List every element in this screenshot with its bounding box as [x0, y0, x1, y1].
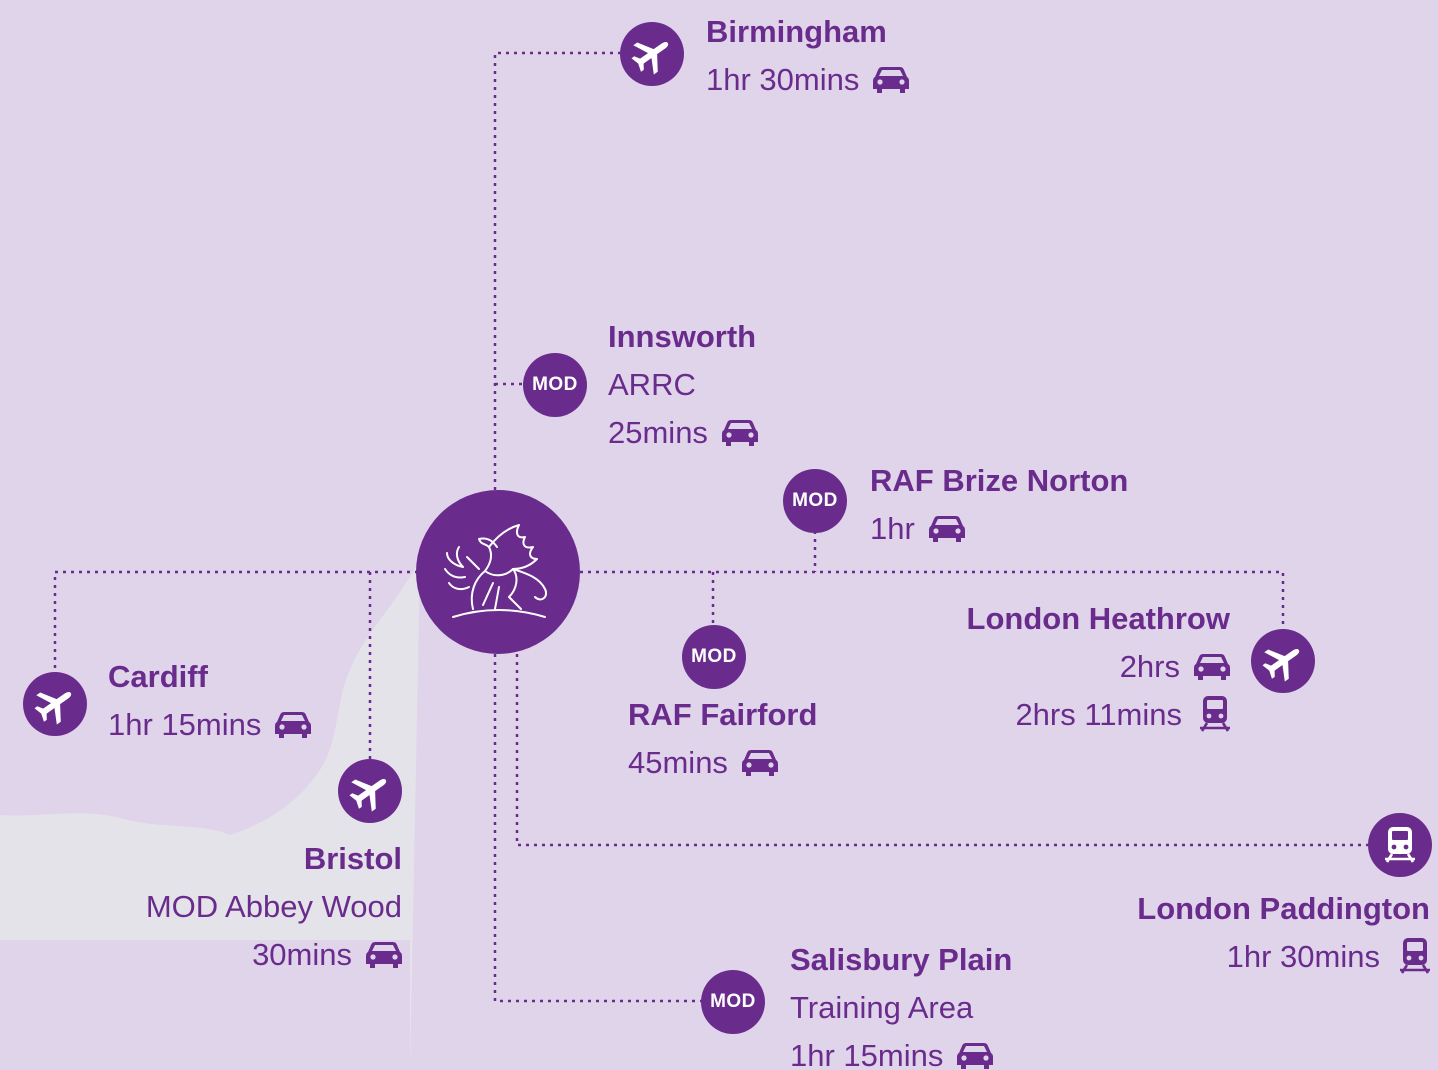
car-icon [275, 710, 311, 738]
fairford-time: 45mins [628, 745, 728, 780]
heathrow-time-car: 2hrs [1119, 649, 1180, 684]
heathrow-time-train: 2hrs 11mins [1015, 697, 1182, 732]
salisbury-time: 1hr 15mins [790, 1038, 944, 1070]
salisbury-marker[interactable]: MOD [701, 970, 765, 1034]
fairford-label: RAF Fairford 45mins [628, 691, 817, 787]
train-icon [1200, 696, 1230, 732]
paddington-marker[interactable] [1368, 813, 1432, 877]
salisbury-title: Salisbury Plain [790, 942, 1013, 977]
car-icon [957, 1041, 993, 1069]
line-salisbury [493, 654, 702, 1003]
cardiff-time: 1hr 15mins [108, 707, 262, 742]
brize-norton-time: 1hr [870, 511, 915, 546]
plane-icon [33, 682, 77, 726]
innsworth-label: Innsworth ARRC 25mins [608, 313, 758, 457]
heathrow-marker[interactable] [1251, 629, 1315, 693]
birmingham-time: 1hr 30mins [706, 62, 860, 97]
salisbury-subtitle: Training Area [790, 990, 974, 1025]
bristol-title: Bristol [303, 841, 402, 876]
bristol-subtitle: MOD Abbey Wood [145, 889, 402, 924]
birmingham-title: Birmingham [706, 14, 887, 49]
bristol-label: Bristol MOD Abbey Wood 30mins [146, 835, 402, 979]
hub-node [416, 490, 580, 654]
car-icon [742, 748, 778, 776]
innsworth-title: Innsworth [608, 319, 757, 354]
brize-norton-label: RAF Brize Norton 1hr [870, 457, 1128, 553]
brize-norton-title: RAF Brize Norton [870, 463, 1129, 498]
birmingham-marker[interactable] [620, 22, 684, 86]
innsworth-marker[interactable]: MOD [523, 353, 587, 417]
car-icon [722, 418, 758, 446]
car-icon [1194, 652, 1230, 680]
birmingham-label: Birmingham 1hr 30mins [706, 8, 909, 104]
brize-norton-badge: MOD [792, 490, 838, 511]
innsworth-time: 25mins [608, 415, 708, 450]
bristol-time: 30mins [252, 937, 352, 972]
salisbury-badge: MOD [710, 991, 756, 1012]
cardiff-label: Cardiff 1hr 15mins [108, 653, 311, 749]
car-icon [929, 514, 965, 542]
bristol-marker[interactable] [338, 759, 402, 823]
heathrow-title: London Heathrow [966, 601, 1230, 636]
paddington-title: London Paddington [1137, 891, 1430, 926]
cardiff-marker[interactable] [23, 672, 87, 736]
brize-norton-marker[interactable]: MOD [783, 469, 847, 533]
car-icon [366, 940, 402, 968]
heathrow-label: London Heathrow 2hrs 2hrs 11mins [967, 595, 1230, 739]
fairford-badge: MOD [691, 646, 737, 667]
train-icon [1400, 938, 1430, 974]
paddington-time: 1hr 30mins [1226, 939, 1380, 974]
innsworth-subtitle: ARRC [608, 367, 696, 402]
fairford-title: RAF Fairford [628, 697, 818, 732]
griffin-emblem-icon [444, 524, 547, 618]
train-icon [1385, 827, 1415, 863]
innsworth-badge: MOD [532, 374, 578, 395]
plane-icon [1261, 639, 1305, 683]
plane-icon [630, 32, 674, 76]
car-icon [873, 65, 909, 93]
plane-icon [348, 769, 392, 813]
salisbury-label: Salisbury Plain Training Area 1hr 15mins [790, 936, 1012, 1070]
paddington-label: London Paddington 1hr 30mins [1137, 885, 1430, 981]
line-birmingham [493, 51, 620, 490]
cardiff-title: Cardiff [108, 659, 208, 694]
fairford-marker[interactable]: MOD [682, 625, 746, 689]
line-cardiff [53, 570, 418, 672]
